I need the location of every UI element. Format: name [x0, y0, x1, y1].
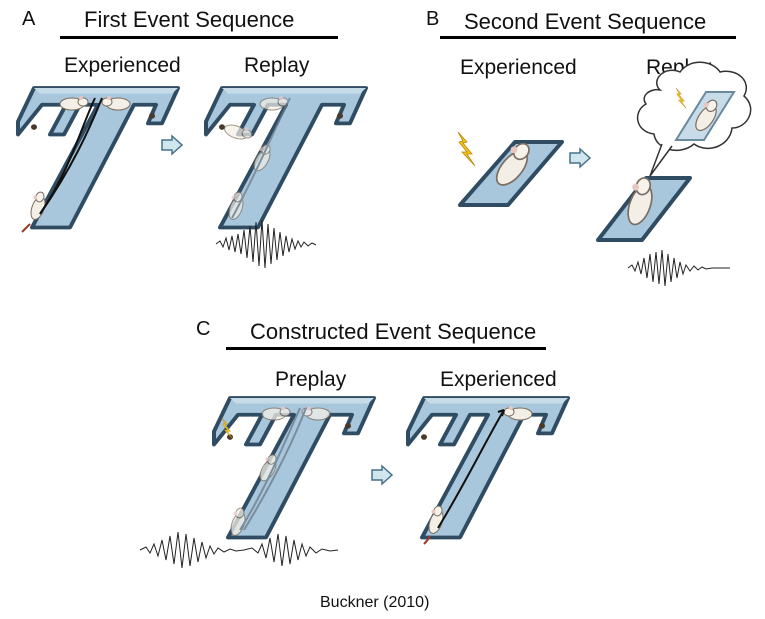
panel-c-title-underline: [226, 347, 546, 350]
panel-a-title: First Event Sequence: [84, 7, 295, 32]
panel-b-neural-waveform: [627, 249, 730, 287]
panel-a-experienced-label: Experienced: [64, 54, 181, 77]
panel-c-experienced-rats: [423, 405, 533, 545]
panel-a-arrow-right-icon: [161, 135, 183, 155]
panel-b-letter: B: [426, 8, 440, 30]
panel-a-letter: A: [22, 8, 36, 30]
panel-b-lightning-bolt-icon: [457, 131, 476, 167]
panel-c-experienced-label: Experienced: [440, 368, 557, 391]
panel-c-experienced-maze: [406, 396, 570, 540]
panel-c-preplay-label: Preplay: [275, 368, 347, 391]
panel-a-replay-rats: [222, 95, 291, 222]
panel-a-replay-maze: [204, 86, 368, 230]
panel-a-experienced-maze: [16, 86, 180, 230]
panel-c-arrow-right-icon: [371, 465, 393, 485]
credit-caption: Buckner (2010): [320, 594, 430, 611]
panel-a-path-2: [39, 97, 103, 215]
panel-a-title-underline: [60, 36, 338, 39]
panel-c-letter: C: [196, 318, 211, 340]
panel-a-experienced-rats: [21, 95, 131, 233]
panel-b-arrow-right-icon: [569, 148, 591, 168]
panel-b-title: Second Event Sequence: [464, 9, 707, 34]
panel-a-replay-label: Replay: [244, 54, 310, 77]
panel-b-title-underline: [440, 36, 736, 39]
panel-c-preplay-maze: [212, 396, 376, 540]
panel-c-title: Constructed Event Sequence: [250, 319, 537, 344]
panel-c-neural-waveform: [139, 531, 339, 569]
panel-a-neural-waveform: [215, 219, 317, 269]
panel-b-thought-bubble-icon: [636, 61, 752, 177]
panel-b-experienced-label: Experienced: [460, 56, 577, 79]
panel-c-preplay-rats: [225, 405, 331, 538]
